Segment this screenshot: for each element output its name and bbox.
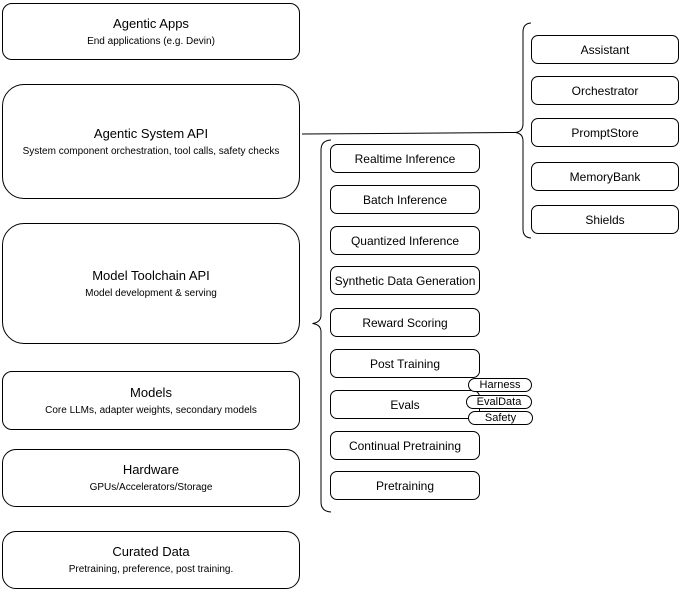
pill-label: EvalData xyxy=(476,396,522,408)
node-subtitle: GPUs/Accelerators/Storage xyxy=(89,482,213,493)
node-title: Models xyxy=(130,384,172,400)
node-orchestrator: Orchestrator xyxy=(531,76,679,105)
node-quantized-inference: Quantized Inference xyxy=(330,226,480,255)
node-model-toolchain-api: Model Toolchain API Model development & … xyxy=(2,223,300,344)
node-synthetic-data-generation: Synthetic Data Generation xyxy=(330,266,480,295)
node-agentic-apps: Agentic Apps End applications (e.g. Devi… xyxy=(2,3,300,60)
node-memorybank: MemoryBank xyxy=(531,162,679,191)
node-label: Realtime Inference xyxy=(354,151,456,166)
node-models: Models Core LLMs, adapter weights, secon… xyxy=(2,371,300,430)
node-label: MemoryBank xyxy=(569,169,641,184)
node-title: Curated Data xyxy=(112,544,190,559)
node-subtitle: System component orchestration, tool cal… xyxy=(22,145,280,157)
node-promptstore: PromptStore xyxy=(531,118,679,147)
node-label: PromptStore xyxy=(571,125,639,140)
node-reward-scoring: Reward Scoring xyxy=(330,308,480,337)
node-post-training: Post Training xyxy=(330,349,480,378)
node-realtime-inference: Realtime Inference xyxy=(330,144,480,173)
node-label: Synthetic Data Generation xyxy=(334,273,476,288)
node-assistant: Assistant xyxy=(531,35,679,64)
node-continual-pretraining: Continual Pretraining xyxy=(330,431,480,460)
node-title: Agentic Apps xyxy=(113,15,189,31)
node-shields: Shields xyxy=(531,205,679,234)
node-label: Post Training xyxy=(369,356,441,371)
node-curated-data: Curated Data Pretraining, preference, po… xyxy=(2,531,300,589)
node-hardware: Hardware GPUs/Accelerators/Storage xyxy=(2,449,300,507)
node-title: Model Toolchain API xyxy=(92,267,210,283)
system-api-connector-line xyxy=(301,132,517,135)
node-evals: Evals xyxy=(330,390,480,419)
node-label: Batch Inference xyxy=(362,192,448,207)
node-label: Evals xyxy=(390,397,420,412)
node-title: Hardware xyxy=(122,462,180,477)
node-label: Reward Scoring xyxy=(362,315,448,330)
node-subtitle: Pretraining, preference, post training. xyxy=(68,564,234,575)
pill-evaldata: EvalData xyxy=(466,395,532,409)
node-pretraining: Pretraining xyxy=(330,471,480,500)
pill-harness: Harness xyxy=(468,378,532,392)
node-agentic-system-api: Agentic System API System component orch… xyxy=(2,84,300,199)
node-label: Orchestrator xyxy=(571,83,639,98)
pill-label: Harness xyxy=(479,379,521,391)
pill-label: Safety xyxy=(484,412,517,424)
node-label: Quantized Inference xyxy=(350,233,460,248)
node-label: Assistant xyxy=(580,42,630,57)
node-title: Agentic System API xyxy=(93,125,209,141)
node-label: Shields xyxy=(585,212,625,227)
node-label: Pretraining xyxy=(375,478,435,493)
toolchain-brace xyxy=(312,139,332,513)
node-label: Continual Pretraining xyxy=(348,438,462,453)
node-subtitle: Core LLMs, adapter weights, secondary mo… xyxy=(45,404,257,416)
node-subtitle: Model development & serving xyxy=(85,287,217,299)
node-subtitle: End applications (e.g. Devin) xyxy=(87,35,215,47)
system-brace xyxy=(515,22,532,239)
node-batch-inference: Batch Inference xyxy=(330,185,480,214)
pill-safety: Safety xyxy=(468,411,533,425)
